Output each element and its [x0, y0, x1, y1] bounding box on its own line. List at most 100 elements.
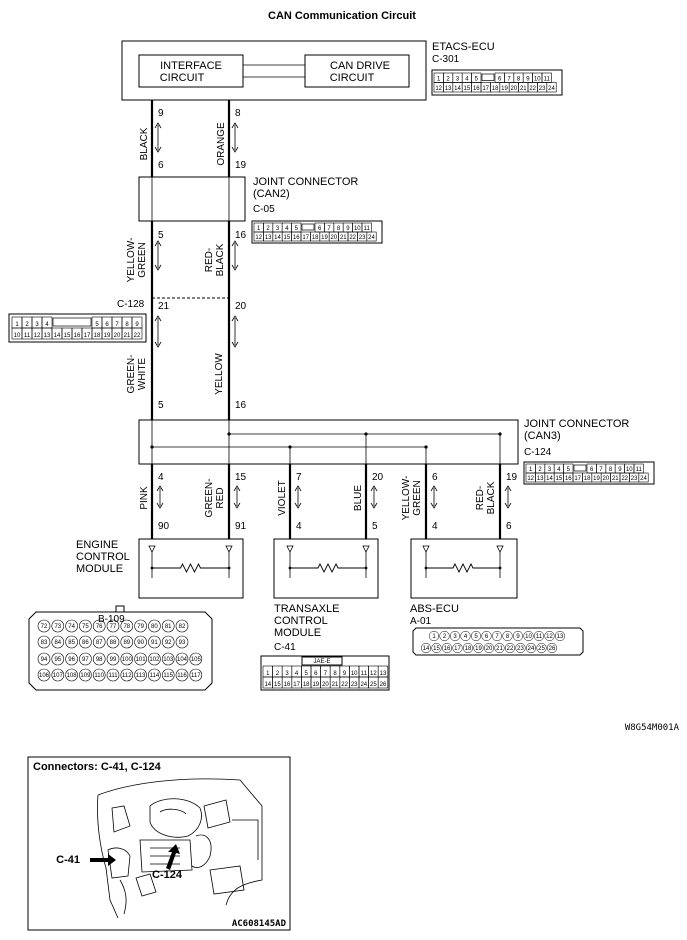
pin-cell	[439, 630, 450, 642]
pin-number: 117	[191, 673, 201, 679]
pin-cell	[161, 619, 175, 633]
pin-number: 16	[74, 333, 81, 339]
pin-number: 13	[265, 235, 272, 241]
pin-cell	[37, 619, 51, 633]
pin-number: 10	[626, 467, 633, 473]
pin-cell	[65, 635, 78, 649]
pin-number: 16	[565, 476, 572, 482]
pin-number: 16	[473, 86, 480, 92]
ecm-name: ENGINE	[76, 539, 118, 551]
pin-number: 7	[327, 226, 331, 232]
pin-number: 2	[266, 226, 270, 232]
pin-number: 9	[618, 467, 622, 473]
pin-cell	[449, 630, 461, 642]
pin-number: 82	[179, 624, 186, 630]
pin-number: 2	[25, 322, 29, 328]
pin-cell	[460, 630, 471, 642]
pin-number: 10	[351, 671, 358, 677]
pin-number: 75	[82, 624, 89, 630]
pin-number: 6	[105, 322, 109, 328]
pin-cell	[51, 668, 65, 682]
pin-number: 86	[82, 640, 89, 646]
pin-number: 22	[341, 682, 348, 688]
pin-number: 10	[525, 634, 532, 640]
svg-text:21: 21	[158, 301, 170, 312]
pin-number: 26	[380, 682, 387, 688]
splice-point	[498, 432, 502, 436]
pin-number: 9	[135, 322, 139, 328]
pin-number: 22	[507, 646, 514, 652]
termination-resistor-icon	[152, 562, 229, 574]
pin-number: 13	[537, 476, 544, 482]
terminal-icon	[225, 545, 233, 553]
pin-number: 23	[539, 86, 546, 92]
pin-number: 15	[274, 682, 281, 688]
wire-color-label: RED	[215, 487, 226, 508]
pin-number: 12	[546, 634, 553, 640]
pin-cell	[189, 668, 203, 682]
wire-segment-3: GREEN- WHITE YELLOW 5 16	[126, 298, 247, 420]
signal-direction-icon	[231, 240, 239, 271]
connector-key	[52, 317, 92, 327]
pin-cell	[134, 635, 147, 649]
svg-text:CIRCUIT: CIRCUIT	[330, 72, 375, 84]
pin-cell	[51, 635, 65, 649]
pin-cell	[441, 642, 453, 654]
pin-number: 77	[110, 624, 117, 630]
wire-color-green-white: GREEN-	[126, 355, 137, 394]
connector-key	[301, 223, 315, 231]
pin-number: 18	[312, 235, 319, 241]
pin-number: 89	[123, 640, 130, 646]
pin-number: 5	[295, 226, 299, 232]
splice-point	[150, 445, 154, 449]
svg-text:(CAN3): (CAN3)	[524, 430, 561, 442]
inset-label-c41: C-41	[56, 854, 80, 866]
connector-key	[481, 73, 495, 81]
pin-cell	[470, 630, 482, 642]
pin-cell	[51, 652, 65, 666]
interface-circuit-label: INTERFACE	[160, 60, 222, 72]
pin-number: 14	[423, 646, 430, 652]
pin-number: 25	[538, 646, 545, 652]
pin-cell	[106, 668, 120, 682]
pin-number: 96	[68, 657, 75, 663]
pin-number: 1	[432, 634, 436, 640]
inset-title: Connectors: C-41, C-124	[33, 761, 162, 773]
pin-number: 2	[446, 77, 450, 83]
pin-number: 3	[456, 77, 460, 83]
splice-point	[424, 445, 428, 449]
dashboard-illustration	[97, 778, 263, 919]
pin-number: 15	[464, 86, 471, 92]
pin-number: 115	[163, 673, 173, 679]
pin-cell	[533, 630, 545, 642]
pin-cell	[512, 630, 524, 642]
pin-number: 23	[631, 476, 638, 482]
pin-cell	[554, 630, 566, 642]
pin-cell	[546, 82, 557, 93]
abs-connector-id: A-01	[410, 616, 432, 627]
pin-number: 101	[136, 657, 147, 663]
signal-direction-icon	[294, 485, 302, 509]
svg-text:16: 16	[235, 400, 247, 411]
pin-cell	[65, 652, 78, 666]
pin-cell	[37, 668, 51, 682]
pin-number: 8	[125, 322, 129, 328]
wire-color-orange: ORANGE	[216, 122, 227, 166]
pin-cell	[120, 635, 134, 649]
pin-cell	[134, 619, 147, 633]
pin-number: 12	[370, 671, 377, 677]
pin-number: 3	[276, 226, 280, 232]
pin-number: 1	[266, 671, 270, 677]
pin-cell	[148, 619, 161, 633]
pin-number: 18	[584, 476, 591, 482]
pin-cell	[377, 676, 389, 689]
abs-ecu-name: ABS-ECU	[410, 603, 459, 615]
svg-text:20: 20	[235, 301, 247, 312]
pin-cell	[92, 635, 106, 649]
pin-cell	[65, 668, 78, 682]
pin-cell	[536, 642, 547, 654]
pin-number: 1	[529, 467, 533, 473]
wire-segment-2: 5 16 YELLOW- GREEN RED- BLACK	[126, 221, 247, 298]
pin-number: 19	[475, 646, 482, 652]
